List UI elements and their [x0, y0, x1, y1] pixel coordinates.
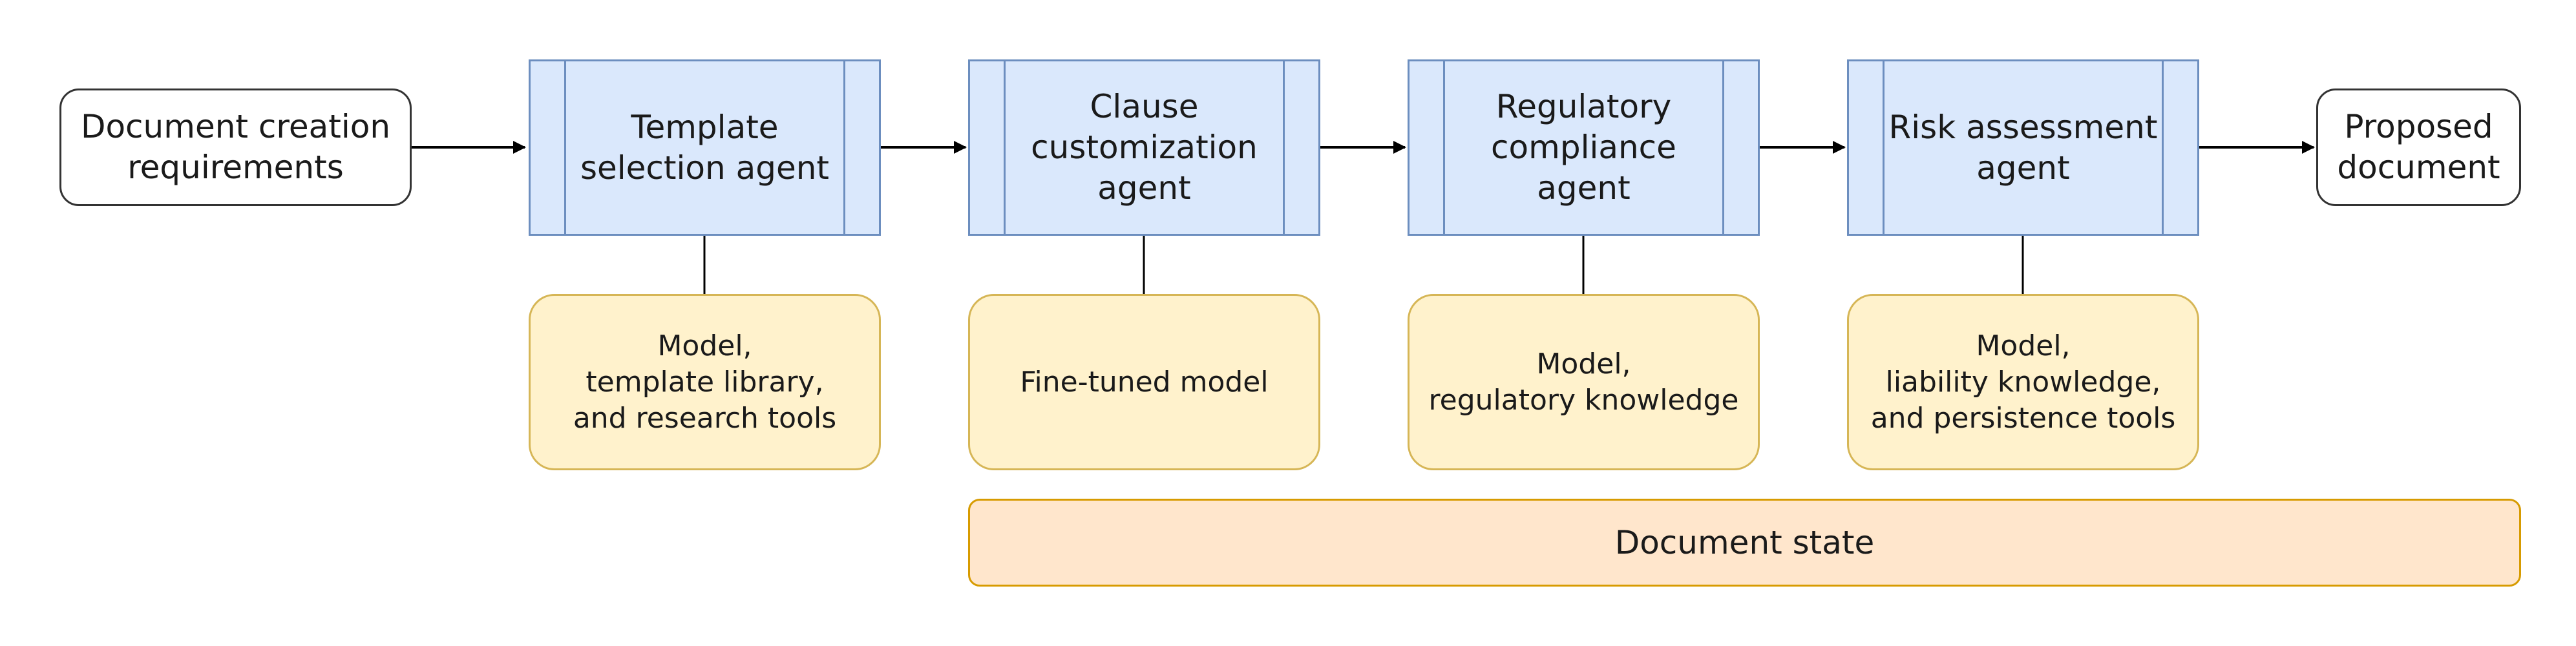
agent-right-rail [2162, 61, 2164, 234]
resource-label: Model, regulatory knowledge [1428, 347, 1739, 417]
agent-left-rail [1004, 61, 1006, 234]
agent-right-rail [1283, 61, 1285, 234]
agent-label: Clause customization agent [1031, 88, 1258, 207]
resource-label: Model, template library, and research to… [573, 329, 837, 435]
resource-label: Model, liability knowledge, and persiste… [1870, 329, 2176, 435]
resource-template-tools: Model, template library, and research to… [529, 294, 881, 470]
agent-risk-assessment: Risk assessment agent [1847, 59, 2199, 236]
output-node-label: Proposed document [2337, 108, 2500, 186]
output-node: Proposed document [2316, 89, 2521, 206]
resource-fine-tuned-model: Fine-tuned model [968, 294, 1320, 470]
agent-label: Risk assessment agent [1888, 108, 2158, 187]
agent-clause-customization: Clause customization agent [968, 59, 1320, 236]
agent-right-rail [1722, 61, 1724, 234]
resource-regulatory-knowledge: Model, regulatory knowledge [1408, 294, 1760, 470]
input-node-label: Document creation requirements [80, 108, 391, 186]
input-node: Document creation requirements [59, 89, 412, 206]
agent-template-selection: Template selection agent [529, 59, 881, 236]
agent-label: Regulatory compliance agent [1491, 88, 1676, 207]
document-state-label: Document state [1614, 524, 1875, 561]
resource-label: Fine-tuned model [1020, 365, 1269, 399]
agent-label: Template selection agent [580, 108, 830, 187]
agent-right-rail [843, 61, 845, 234]
agent-left-rail [564, 61, 566, 234]
agent-left-rail [1443, 61, 1445, 234]
resource-liability-knowledge: Model, liability knowledge, and persiste… [1847, 294, 2199, 470]
agent-regulatory-compliance: Regulatory compliance agent [1408, 59, 1760, 236]
document-state-bar: Document state [968, 499, 2521, 587]
agent-left-rail [1883, 61, 1884, 234]
